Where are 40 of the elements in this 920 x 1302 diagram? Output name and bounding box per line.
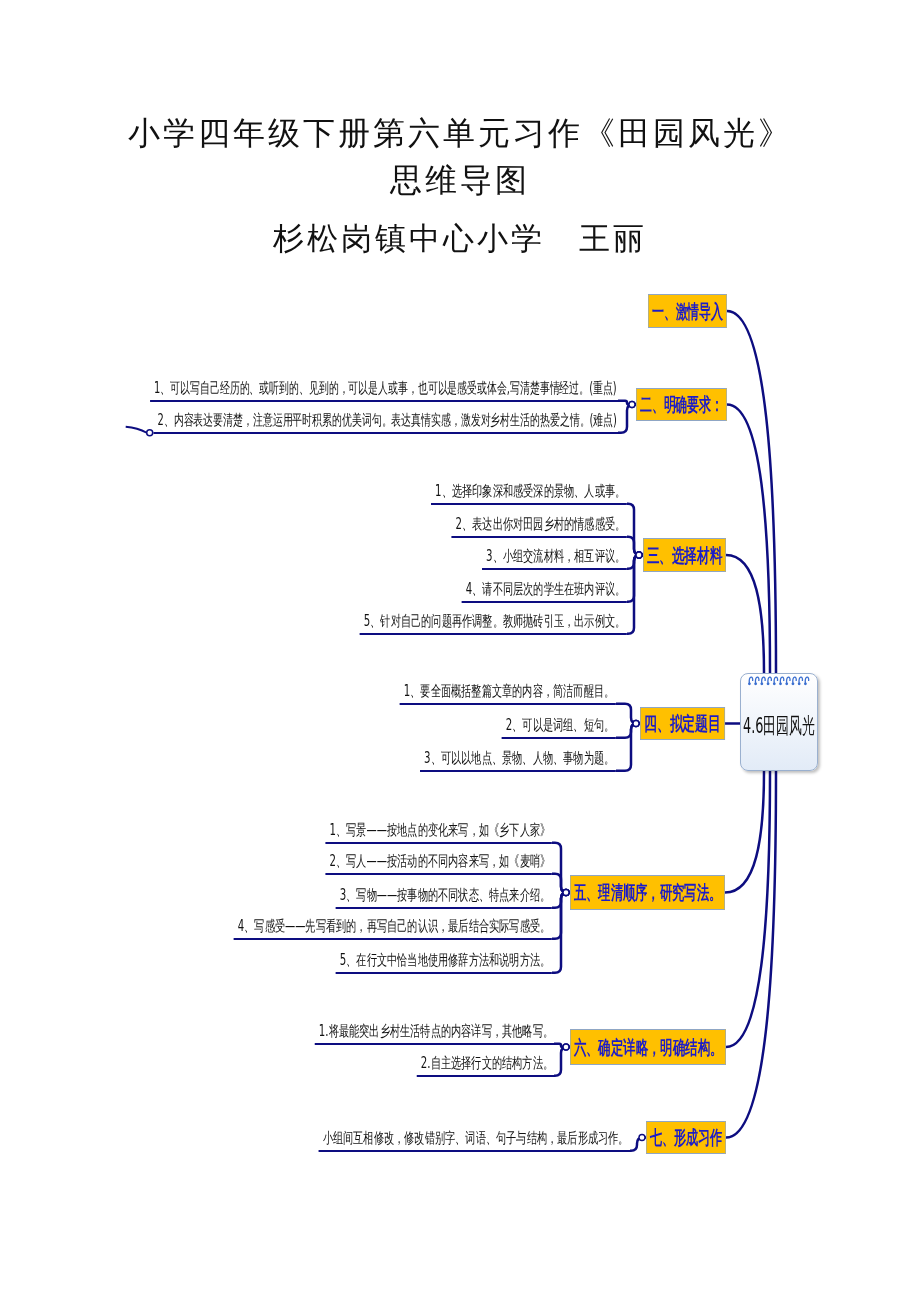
underlined-note: 2、写人——按活动的不同内容来写，如《麦哨》 [325, 852, 552, 875]
topic-box: 六、确定详略，明确结构。 [570, 1029, 726, 1065]
underlined-note: 1、要全面概括整篇文章的内容，简洁而醒目。 [400, 682, 616, 705]
branch-line [725, 771, 772, 1049]
branch-line [725, 722, 740, 725]
underlined-note: 1、选择印象深和感受深的景物、人或事。 [431, 482, 627, 505]
underlined-note: 1、写景——按地点的变化来写，如《乡下人家》 [325, 821, 552, 844]
topic-box: 七、形成习作 [646, 1121, 726, 1154]
notepad-title: 4.6田园风光 [743, 711, 815, 740]
branch-line [618, 400, 636, 434]
branch-line [724, 771, 766, 894]
branch-line [726, 309, 778, 673]
topic-box: 三、选择材料 [643, 538, 726, 572]
topic-box: 五、理清顺序，研究写法。 [570, 875, 725, 910]
underlined-note: 3、小组交流材料，相互评议。 [482, 547, 627, 570]
branch-line [616, 719, 640, 772]
topic-box: 二、明确要求： [636, 388, 727, 421]
author-line: 杉松岗镇中心小学 王丽 [272, 219, 648, 258]
underlined-note: 5、针对自己的问题再作调整。教师抛砖引玉，出示例文。 [360, 612, 627, 635]
underlined-note: 4、请不同层次的学生在班内评议。 [462, 580, 627, 603]
underlined-note: 2、可以是词组、短句。 [502, 716, 616, 739]
underlined-note: 小组间互相修改，修改错别字、词语、句子与结构，最后形成习作。 [318, 1129, 630, 1152]
underlined-note: 2.自主选择行文的结构方法。 [416, 1054, 554, 1077]
underlined-note: 3、可以以地点、景物、人物、事物为题。 [420, 749, 616, 772]
topic-box: 一、激情导入 [648, 294, 727, 328]
topic-box: 四、拟定题目 [640, 707, 725, 740]
underlined-note: 4、写感受——先写看到的，再写自己的认识，最后结合实际写感受。 [234, 917, 552, 940]
branch-line [725, 553, 766, 673]
notepad [740, 673, 818, 771]
branch-line [552, 888, 570, 974]
underlined-note: 1、可以写自己经历的、或听到的、见到的，可以是人或事，也可以是感受或体会,写清楚事情经过。(重点) [150, 379, 618, 402]
underlined-note: 2、内容表达要清楚，注意运用平时积累的优美词句。表达真情实感，激发对乡村生活的热爱之情。(难点) [153, 411, 618, 434]
underlined-note: 2、表达出你对田园乡村的情感感受。 [451, 515, 627, 538]
branch-line [726, 403, 772, 673]
underlined-note: 5、在行文中恰当地使用修辞方法和说明方法。 [336, 951, 552, 974]
title: 小学四年级下册第六单元习作《田园风光》思维导图 [126, 113, 794, 201]
branch-line [725, 771, 778, 1139]
branch-line [629, 1133, 646, 1152]
underlined-note: 3、写物——按事物的不同状态、特点来介绍。 [336, 886, 552, 909]
underlined-note: 1.将最能突出乡村生活特点的内容详写，其他略写。 [314, 1022, 554, 1045]
